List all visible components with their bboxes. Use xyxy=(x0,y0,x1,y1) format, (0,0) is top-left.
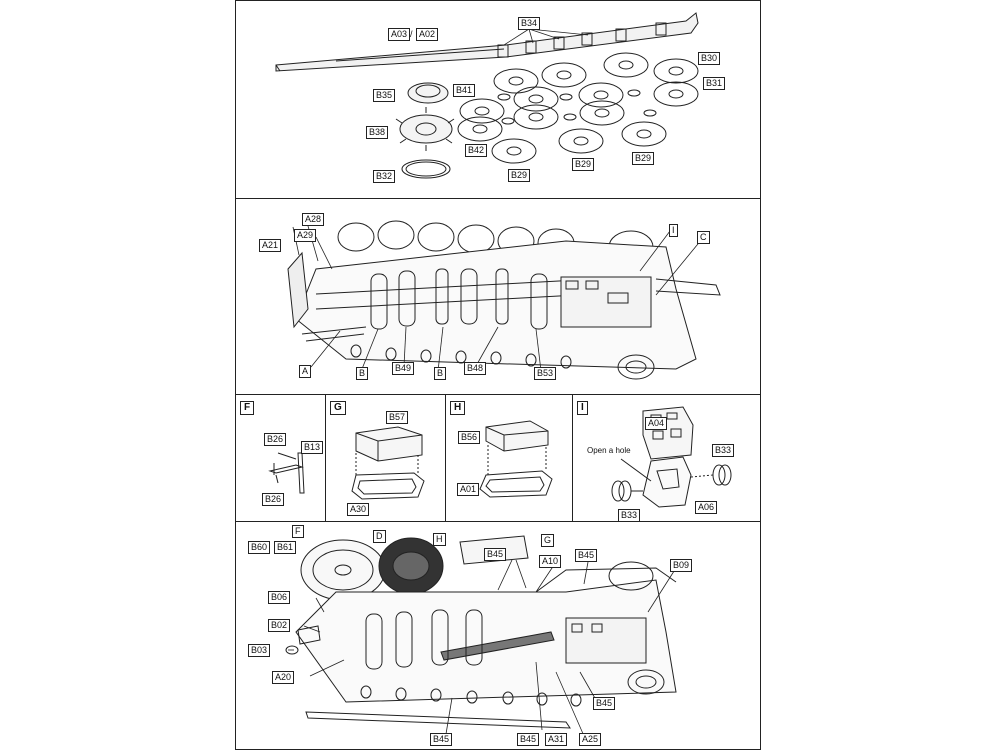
step1-drawing xyxy=(275,12,699,179)
step2-panel: A28 A29 A21 I C A B B49 B B48 B53 xyxy=(235,198,761,395)
label-b53: B53 xyxy=(534,367,557,380)
label-b45-2: B45 xyxy=(575,549,598,562)
label-b45-4: B45 xyxy=(517,733,540,746)
label-a31: A31 xyxy=(545,733,568,746)
label-b49: B49 xyxy=(392,362,415,375)
subpanel-h-title: H xyxy=(450,401,466,415)
label-b38: B38 xyxy=(366,126,389,139)
label-b60: B60 xyxy=(248,541,271,554)
label-b06: B06 xyxy=(268,591,291,604)
label-b03: B03 xyxy=(248,644,271,657)
subpanel-g-title: G xyxy=(330,401,346,415)
label-a: A xyxy=(299,365,312,378)
label-a04: A04 xyxy=(645,417,668,430)
label-b41: B41 xyxy=(453,84,476,97)
label-a10: A10 xyxy=(539,555,562,568)
note-open-hole: Open a hole xyxy=(587,446,631,455)
label-i: I xyxy=(669,224,678,237)
label-a25: A25 xyxy=(579,733,602,746)
label-b61: B61 xyxy=(274,541,297,554)
subpanel-g-drawing xyxy=(351,426,425,500)
step3-drawing xyxy=(285,535,677,737)
label-a20: A20 xyxy=(272,671,295,684)
label-b56: B56 xyxy=(458,431,481,444)
label-b31: B31 xyxy=(703,77,726,90)
label-b02: B02 xyxy=(268,619,291,632)
subpanel-f: F B26 B13 B26 xyxy=(235,394,326,522)
label-g: G xyxy=(541,534,555,547)
subpanel-f-drawing xyxy=(268,452,305,494)
step3-panel: F D H G B60 B61 B45 A10 B45 B09 B06 B02 … xyxy=(235,521,761,750)
subpanel-i-title: I xyxy=(577,401,588,415)
label-b26-1: B26 xyxy=(264,433,287,446)
label-b35: B35 xyxy=(373,89,396,102)
label-a02: A02 xyxy=(416,28,439,41)
label-b45-1: B45 xyxy=(484,548,507,561)
label-a03: A03 xyxy=(388,28,411,41)
label-b48: B48 xyxy=(464,362,487,375)
label-b13: B13 xyxy=(301,441,324,454)
label-a21: A21 xyxy=(259,239,282,252)
label-b09: B09 xyxy=(670,559,693,572)
step1-panel: A03 / A02 B34 B30 B31 B35 B41 B38 B42 B2… xyxy=(235,0,761,199)
label-b33-2: B33 xyxy=(618,509,641,521)
subpanel-f-title: F xyxy=(240,401,255,415)
label-b29-3: B29 xyxy=(508,169,531,182)
label-b32: B32 xyxy=(373,170,396,183)
label-a01: A01 xyxy=(457,483,480,496)
label-b29-1: B29 xyxy=(572,158,595,171)
label-b26-2: B26 xyxy=(262,493,285,506)
label-b57: B57 xyxy=(386,411,409,424)
subpanel-i: I Open a hole A04 B33 B33 A06 xyxy=(572,394,761,522)
label-c: C xyxy=(697,231,710,244)
subpanel-h-drawing xyxy=(479,420,553,498)
label-b30: B30 xyxy=(698,52,721,65)
label-b-2: B xyxy=(434,367,447,380)
subpanel-g: G B57 A30 xyxy=(325,394,446,522)
label-a30: A30 xyxy=(347,503,370,516)
label-a06: A06 xyxy=(695,501,718,514)
label-d: D xyxy=(373,530,386,543)
label-b-1: B xyxy=(356,367,369,380)
label-a29: A29 xyxy=(294,229,317,242)
subpanel-h: H B56 A01 xyxy=(445,394,573,522)
label-b33-1: B33 xyxy=(712,444,735,457)
label-a28: A28 xyxy=(302,213,325,226)
step2-drawing xyxy=(287,218,721,380)
label-slash: / xyxy=(410,29,413,39)
label-b45-5: B45 xyxy=(593,697,616,710)
label-h: H xyxy=(433,533,446,546)
label-f: F xyxy=(292,525,304,538)
label-b34: B34 xyxy=(518,17,541,30)
label-b45-3: B45 xyxy=(430,733,453,746)
subpanel-i-drawing xyxy=(611,406,732,508)
label-b42: B42 xyxy=(465,144,488,157)
label-b29-2: B29 xyxy=(632,152,655,165)
